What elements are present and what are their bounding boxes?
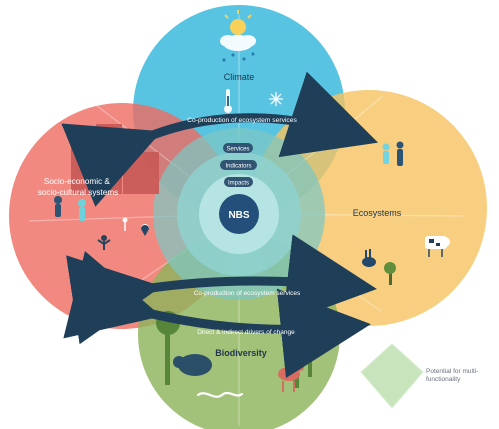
socio-label-line-2: socio-cultural systems	[38, 188, 119, 197]
cloud-icon	[220, 35, 256, 51]
socio-label: Socio-economic & socio-cultural systems	[38, 177, 119, 197]
ecosystems-label: Ecosystems	[353, 208, 402, 218]
seedling-icon	[122, 217, 128, 231]
location-pin-icon	[141, 224, 149, 236]
domain-labels: Climate Ecosystems Biodiversity Socio-ec…	[38, 72, 402, 358]
cow-icon	[425, 236, 450, 257]
nbs-center-label: NBS	[228, 210, 249, 221]
middle-flow-label: Co-production of ecosystem services	[194, 290, 301, 297]
biodiversity-label: Biodiversity	[215, 348, 267, 358]
lower-flow-label: Direct & indirect drivers of change	[197, 329, 295, 336]
snowflake-icon	[269, 92, 283, 106]
legend-line-1: Potential for multi-	[426, 368, 478, 375]
legend-line-2: functionality	[426, 376, 461, 383]
climate-label: Climate	[224, 72, 255, 82]
impacts-label: Impacts	[228, 181, 249, 187]
top-flow-label: Co-production of ecosystem services	[187, 117, 297, 124]
legend-diamond-icon	[360, 343, 424, 409]
flow-arrows	[61, 71, 379, 379]
sun-icon	[224, 10, 252, 35]
socio-label-line-1: Socio-economic &	[44, 177, 111, 186]
top-flow-arrow	[61, 71, 379, 207]
indicators-label: Indicators	[225, 164, 251, 170]
tree-icon	[384, 262, 396, 285]
snake-icon	[196, 391, 244, 398]
legend-label: Potential for multi- functionality	[426, 368, 480, 383]
rain-icon	[222, 52, 255, 62]
family-icon	[382, 141, 404, 166]
legend: Potential for multi- functionality	[360, 343, 480, 409]
arrow-labels: Co-production of ecosystem services Co-p…	[187, 117, 301, 336]
lower-flow-arrow	[63, 251, 371, 379]
services-label: Services	[226, 147, 249, 153]
